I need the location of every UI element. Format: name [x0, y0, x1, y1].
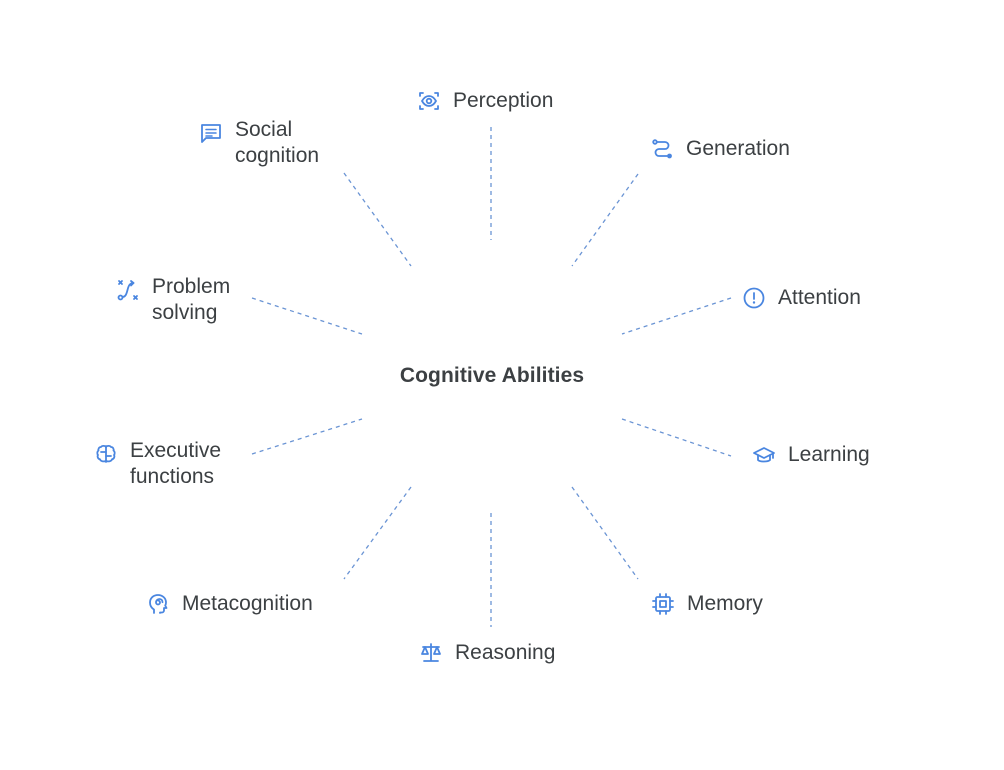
eye-scan-icon — [417, 89, 441, 113]
node-problem-solving: Problem solving — [116, 274, 230, 326]
node-label: Learning — [788, 443, 870, 466]
exclamation-circle-icon — [742, 286, 766, 310]
node-label: Generation — [686, 137, 790, 160]
connector-attention — [621, 297, 732, 335]
route-path-icon — [650, 137, 674, 161]
connector-generation — [571, 173, 639, 267]
node-label: Metacognition — [182, 592, 313, 615]
brain-icon — [94, 442, 118, 466]
node-label: Reasoning — [455, 641, 556, 664]
memory-chip-icon — [651, 592, 675, 616]
node-label: Attention — [778, 286, 861, 309]
node-attention: Attention — [742, 285, 861, 311]
node-generation: Generation — [650, 136, 790, 162]
node-label: Memory — [687, 592, 763, 615]
node-executive-functions: Executive functions — [94, 438, 221, 490]
connector-learning — [621, 418, 732, 457]
center-title: Cognitive Abilities — [399, 364, 585, 387]
node-metacognition: Metacognition — [146, 591, 313, 617]
node-reasoning: Reasoning — [419, 640, 555, 666]
connector-executive-functions — [251, 418, 363, 455]
node-learning: Learning — [752, 442, 870, 468]
node-label: Executive functions — [130, 439, 222, 488]
node-memory: Memory — [651, 591, 763, 617]
node-label: Problem solving — [152, 275, 231, 324]
balance-scale-icon — [419, 641, 443, 665]
connector-social-cognition — [343, 172, 412, 267]
path-xs-icon — [116, 278, 140, 302]
connector-metacognition — [343, 486, 412, 580]
graduation-cap-icon — [752, 443, 776, 467]
head-spiral-icon — [146, 592, 170, 616]
node-label: Social cognition — [235, 118, 320, 167]
chat-bubble-icon — [199, 121, 223, 145]
connector-memory — [571, 486, 639, 580]
node-social-cognition: Social cognition — [199, 117, 319, 169]
connector-problem-solving — [251, 297, 363, 335]
node-perception: Perception — [417, 88, 553, 114]
node-label: Perception — [453, 89, 554, 112]
